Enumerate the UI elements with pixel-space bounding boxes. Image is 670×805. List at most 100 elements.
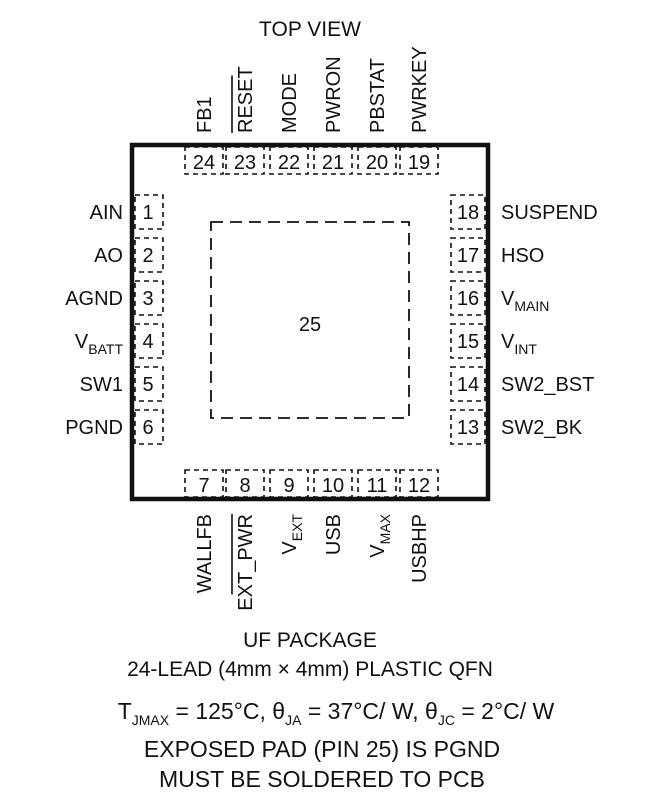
pin-number: 14: [457, 374, 479, 396]
pin-label: PBSTAT: [367, 58, 389, 133]
pin-pad: [450, 194, 486, 230]
pin-number: 5: [142, 374, 153, 396]
pin-name: V: [279, 541, 301, 555]
pins-left-column: 1 AIN 2AO 3 AGND 4 VBATT 5 SW1 6 PGND: [65, 194, 164, 445]
pin-number: 22: [278, 152, 300, 174]
pin-number: 9: [283, 475, 294, 497]
pin-name: FB1: [194, 96, 216, 133]
theta-jc-value: = 2°C/ W: [455, 698, 555, 724]
pin-name: V: [501, 331, 515, 353]
pin-number: 23: [234, 152, 256, 174]
pin-number: 21: [322, 152, 344, 174]
pin-name-subscript: MAIN: [514, 298, 549, 314]
pin-4: 4 VBATT: [75, 323, 164, 359]
pin-label: SW1: [80, 374, 123, 396]
pin-number: 20: [366, 152, 388, 174]
pin-name: USBHP: [409, 514, 431, 583]
pin-pad: [134, 237, 164, 273]
pin-label: HSO: [501, 245, 544, 267]
pin-name: EXT_PWR: [235, 514, 257, 611]
pin-pad: [313, 469, 353, 498]
pin-number: 12: [408, 475, 430, 497]
exposed-pad-note: EXPOSED PAD (PIN 25) IS PGND: [144, 736, 500, 762]
pin-number: 8: [239, 475, 250, 497]
pin-name: SW2_BST: [501, 374, 594, 396]
pin-pad: [134, 194, 164, 230]
pin-1: 1 AIN: [90, 194, 164, 230]
pin-label: VBATT: [75, 331, 124, 357]
pin-name: HSO: [501, 245, 544, 267]
pin-name: V: [75, 331, 89, 353]
pin-name-subscript: MAX: [377, 513, 393, 544]
pin-pad: [357, 146, 397, 175]
pin-number: 16: [457, 288, 479, 310]
package-description: 24-LEAD (4mm × 4mm) PLASTIC QFN: [127, 658, 493, 681]
pin-name: PWRKEY: [409, 46, 431, 133]
pin-name: V: [367, 544, 389, 558]
pin-pad: [225, 469, 265, 498]
pin-name-subscript: BATT: [88, 341, 123, 357]
pin-name: MODE: [279, 73, 301, 133]
package-name: UF PACKAGE: [243, 629, 377, 652]
pin-number: 3: [142, 288, 153, 310]
pin-pad: [269, 146, 309, 175]
pin-label: VMAIN: [501, 288, 549, 314]
pin-name-subscript: INT: [514, 341, 537, 357]
pin-label: AIN: [90, 202, 123, 224]
pin-name: RESET: [235, 66, 257, 133]
pin-name: AIN: [90, 202, 123, 224]
pin-20: 20 PBSTAT: [357, 58, 397, 175]
pin-pad: [134, 280, 164, 316]
pin-name: USB: [323, 514, 345, 555]
pin-label: VMAX: [367, 513, 393, 557]
pin-pad: [450, 280, 486, 316]
pin-pad: [450, 366, 486, 402]
pin-label: RESET: [235, 66, 257, 133]
pin-pad: [313, 146, 353, 175]
pin-2: 2AO: [94, 237, 164, 273]
pin-number: 7: [198, 475, 209, 497]
pin-pad: [357, 469, 397, 498]
pin-18: 18 SUSPEND: [450, 194, 598, 230]
pin-number: 6: [142, 417, 153, 439]
pin-label: SW2_BST: [501, 374, 594, 396]
pin-pad: [225, 146, 265, 175]
pin-label: AO: [94, 245, 123, 267]
pin-number: 19: [408, 152, 430, 174]
pin-name: PWRON: [323, 56, 345, 133]
theta-ja-value: = 37°C/ W,: [301, 698, 425, 724]
pin-pad: [184, 469, 224, 498]
theta-jc-subscript: JC: [438, 712, 455, 728]
theta-ja-symbol: θ: [272, 698, 285, 724]
pin-name: AGND: [65, 288, 123, 310]
pin-21: 21 PWRON: [313, 56, 353, 175]
pin-19: 19 PWRKEY: [399, 46, 439, 175]
pin-name-subscript: EXT: [289, 514, 305, 542]
tjmax-symbol: T: [118, 698, 132, 724]
pin-number: 13: [457, 417, 479, 439]
pin-pad: [134, 409, 164, 445]
pin-name: AO: [94, 245, 123, 267]
pin-number: 4: [142, 331, 153, 353]
exposed-pad-number: 25: [299, 314, 321, 336]
exposed-pad: [210, 221, 410, 419]
solder-note: MUST BE SOLDERED TO PCB: [159, 766, 485, 792]
pin-name: SUSPEND: [501, 202, 598, 224]
pin-label: PWRKEY: [409, 46, 431, 133]
pin-number: 18: [457, 202, 479, 224]
pin-name: V: [501, 288, 515, 310]
pin-label: SUSPEND: [501, 202, 598, 224]
pin-label: PGND: [65, 417, 123, 439]
pin-23: 23 RESET: [225, 66, 265, 175]
pin-number: 1: [142, 202, 153, 224]
pin-6: 6 PGND: [65, 409, 164, 445]
pin-name: PBSTAT: [367, 58, 389, 133]
pin-pad: [399, 146, 439, 175]
pin-label: EXT_PWR: [235, 514, 257, 611]
